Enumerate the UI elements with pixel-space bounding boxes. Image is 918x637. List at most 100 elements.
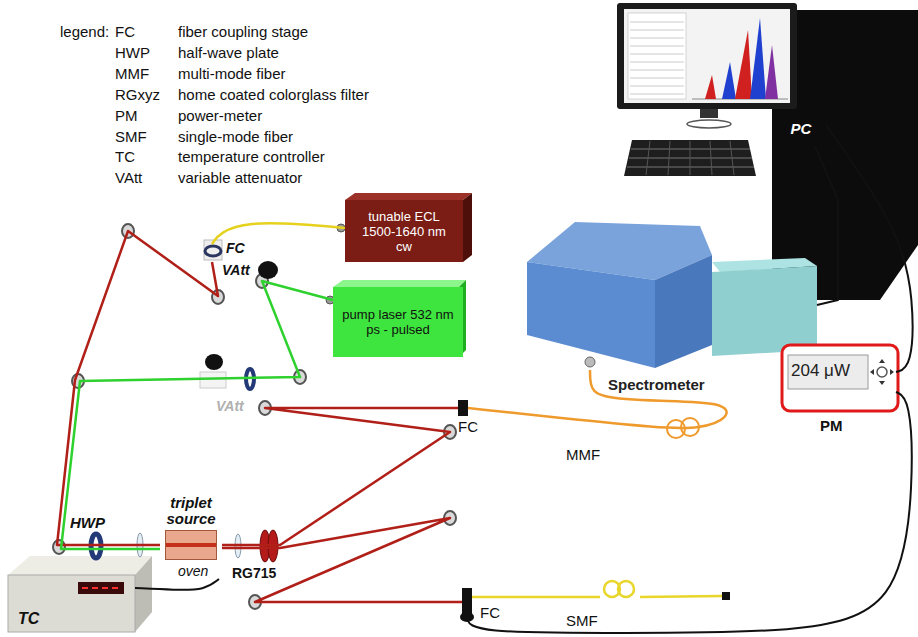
part-label: MMF (566, 446, 600, 463)
power-meter-housing (870, 359, 894, 385)
temperature-controller-housing (135, 556, 152, 632)
laser-spec: pump laser 532 nm ps - pulsed (340, 307, 456, 337)
legend-description: power-meter (178, 107, 262, 124)
device-name: PM (820, 417, 843, 434)
pc-monitor (687, 120, 731, 128)
spectrometer: Spectrometer (527, 222, 817, 370)
beam-or-cable (826, 125, 912, 372)
pc-monitor (624, 9, 790, 103)
keyboard (646, 141, 734, 175)
ecl-housing (345, 193, 472, 200)
temperature-controller-housing (8, 575, 135, 632)
legend-term: TC (115, 148, 135, 165)
single-mode-fiber (472, 581, 730, 600)
device-name: Spectrometer (608, 376, 705, 393)
legend-description: home coated colorglass filter (178, 86, 369, 103)
laser-box: tunable ECL 1500-1640 nm cw (345, 200, 463, 262)
single-mode-fiber (618, 581, 634, 597)
variable-attenuator (258, 261, 278, 279)
beam-or-cable (222, 392, 912, 633)
spectrometer-housing (527, 262, 655, 368)
spectrometer-housing (655, 255, 712, 368)
power-meter-housing (877, 367, 887, 377)
part-label: VAtt (216, 398, 244, 415)
temperature-controller: TC (8, 575, 135, 632)
pc-monitor (705, 75, 716, 99)
spectrometer-housing (712, 266, 817, 356)
crystal-oven: triplet sourceoven (160, 495, 222, 579)
legend-term: SMF (115, 128, 147, 145)
keyboard (624, 140, 756, 176)
part-label: FC (480, 604, 500, 621)
connector-segment (815, 146, 838, 305)
legend-description: fiber coupling stage (178, 23, 308, 40)
beam-or-cable (61, 281, 333, 549)
fiber-coupler (205, 246, 221, 256)
mirror (53, 540, 65, 554)
spectrometer-housing (585, 357, 595, 367)
device-name: triplet source (160, 495, 222, 527)
beam-or-cable (57, 223, 345, 545)
connector-segment (135, 579, 219, 590)
beam-or-cable (815, 146, 838, 305)
connector-segment (467, 392, 912, 633)
pc-monitor (617, 3, 797, 128)
single-mode-fiber (472, 596, 722, 597)
pump-laser-housing (333, 280, 466, 287)
pump-laser-housing (326, 280, 466, 357)
pc-monitor (630, 22, 684, 94)
temperature-controller-housing (78, 582, 124, 594)
legend-description: single-mode fiber (178, 128, 293, 145)
device-name: TC (18, 610, 39, 628)
pc-monitor (722, 62, 736, 99)
pc-tower: PC (776, 110, 826, 146)
fiber-coupler (458, 400, 468, 416)
variable-attenuator (200, 261, 278, 388)
nonlinear-crystal (165, 530, 217, 560)
power-meter: 204 μWPM (783, 347, 896, 409)
part-label: SMF (566, 612, 598, 629)
part-label: FC (226, 240, 245, 257)
pc-monitor (765, 45, 778, 99)
pc-monitor (628, 13, 686, 99)
temperature-controller-housing (8, 556, 152, 632)
spectrometer-housing (527, 222, 817, 368)
pc-monitor (735, 30, 752, 99)
legend-term: RGxyz (115, 86, 160, 103)
legend-heading: legend: (60, 23, 109, 40)
connector-segment (222, 408, 458, 545)
connector-segment (468, 370, 727, 428)
device-name: PC (791, 120, 812, 137)
connector-segment (222, 518, 462, 602)
legend-description: half-wave plate (178, 44, 279, 61)
legend-description: temperature controller (178, 148, 325, 165)
fiber-coupler (462, 588, 472, 614)
beam-or-cable (222, 370, 727, 545)
mirror (53, 224, 456, 609)
pc-monitor (750, 18, 766, 99)
power-meter-housing (788, 355, 868, 389)
keyboard (624, 140, 756, 176)
ecl-housing (337, 193, 472, 262)
legend-term: VAtt (115, 169, 142, 186)
laser-spec: tunable ECL 1500-1640 nm cw (359, 209, 449, 254)
beam-or-cable (135, 579, 219, 590)
legend-term: MMF (115, 65, 149, 82)
ecl-housing (463, 193, 472, 262)
legend-term: PM (115, 107, 138, 124)
pc-monitor (617, 3, 797, 109)
temperature-controller-housing (82, 587, 118, 589)
legend-term: HWP (115, 44, 150, 61)
variable-attenuator (200, 372, 226, 388)
legend-description: variable attenuator (178, 169, 302, 186)
variable-attenuator (205, 354, 223, 370)
legend-term: FC (115, 23, 135, 40)
part-label: HWP (70, 514, 105, 531)
fiber-coupler (204, 240, 474, 622)
power-reading: 204 μW (791, 361, 850, 381)
temperature-controller-housing (8, 556, 152, 575)
part-label: VAtt (222, 262, 250, 279)
power-meter-housing (782, 345, 898, 411)
